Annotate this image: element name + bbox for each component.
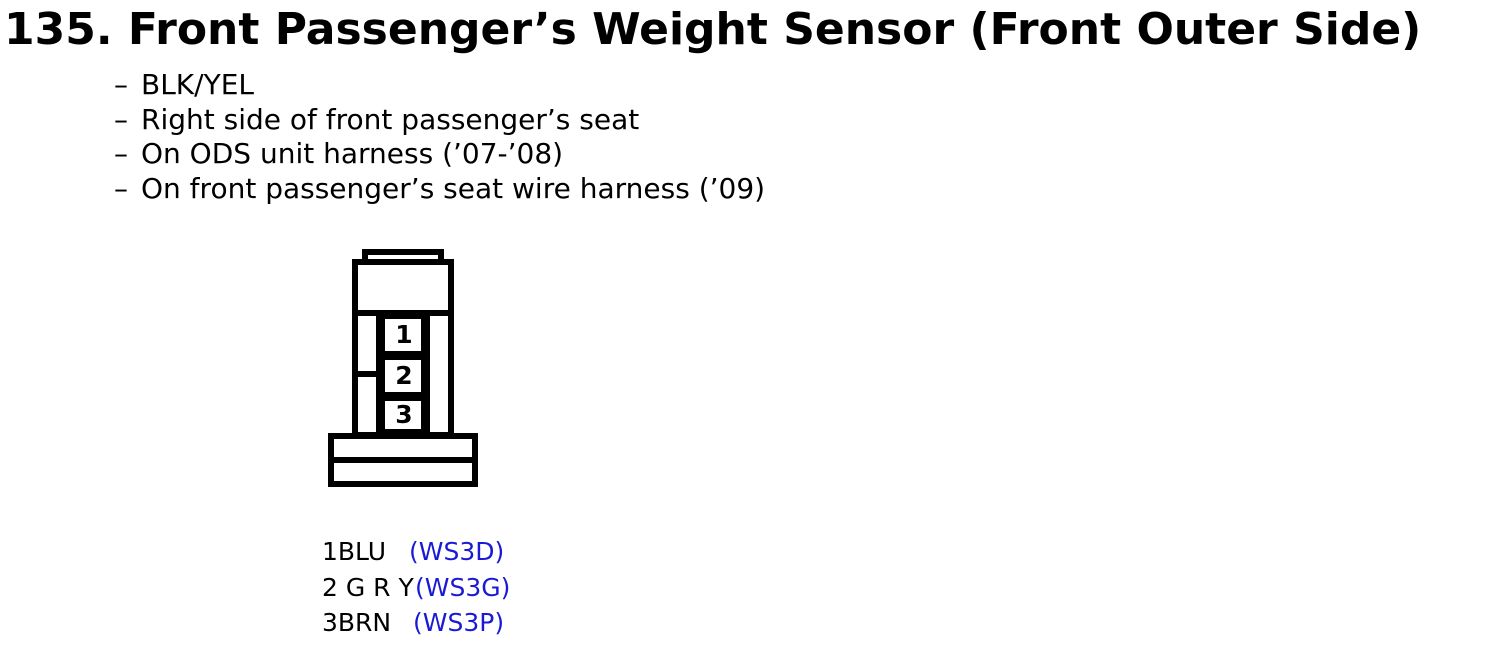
connector-outline [328,249,478,487]
detail-text: BLK/YEL [141,68,254,101]
connector-diagram: 1 2 3 [328,249,478,487]
pin-wire-label: 1BLU [322,537,387,566]
pin-number-1: 1 [395,320,412,349]
list-dash: – [114,68,128,101]
pin-number-3: 3 [395,400,412,429]
list-dash: – [114,171,128,205]
detail-harness-09: –On front passenger’s seat wire harness … [114,172,765,207]
detail-text: On ODS unit harness (’07-’08) [141,137,564,170]
list-dash: – [114,102,128,136]
connector-details-list: –BLK/YEL –Right side of front passenger’… [114,68,765,206]
page-title: 135. Front Passenger’s Weight Sensor (Fr… [4,4,1422,55]
detail-text: On front passenger’s seat wire harness (… [141,171,766,205]
detail-harness-07-08: –On ODS unit harness (’07-’08) [114,137,765,172]
pin-wire-label: 3BRN [322,608,392,637]
detail-text: Right side of front passenger’s seat [141,102,640,136]
pin-circuit-code: (WS3D) [409,537,505,566]
detail-location: –Right side of front passenger’s seat [114,103,765,138]
pin-circuit-code: (WS3P) [413,608,505,637]
pin-cell-3 [379,395,427,435]
pin-wire-label: 2 G R Y [322,572,414,602]
pin-circuit-code: (WS3G) [415,572,511,602]
list-dash: – [114,137,128,170]
detail-color: –BLK/YEL [114,68,765,103]
pin-number-2: 2 [395,361,412,390]
